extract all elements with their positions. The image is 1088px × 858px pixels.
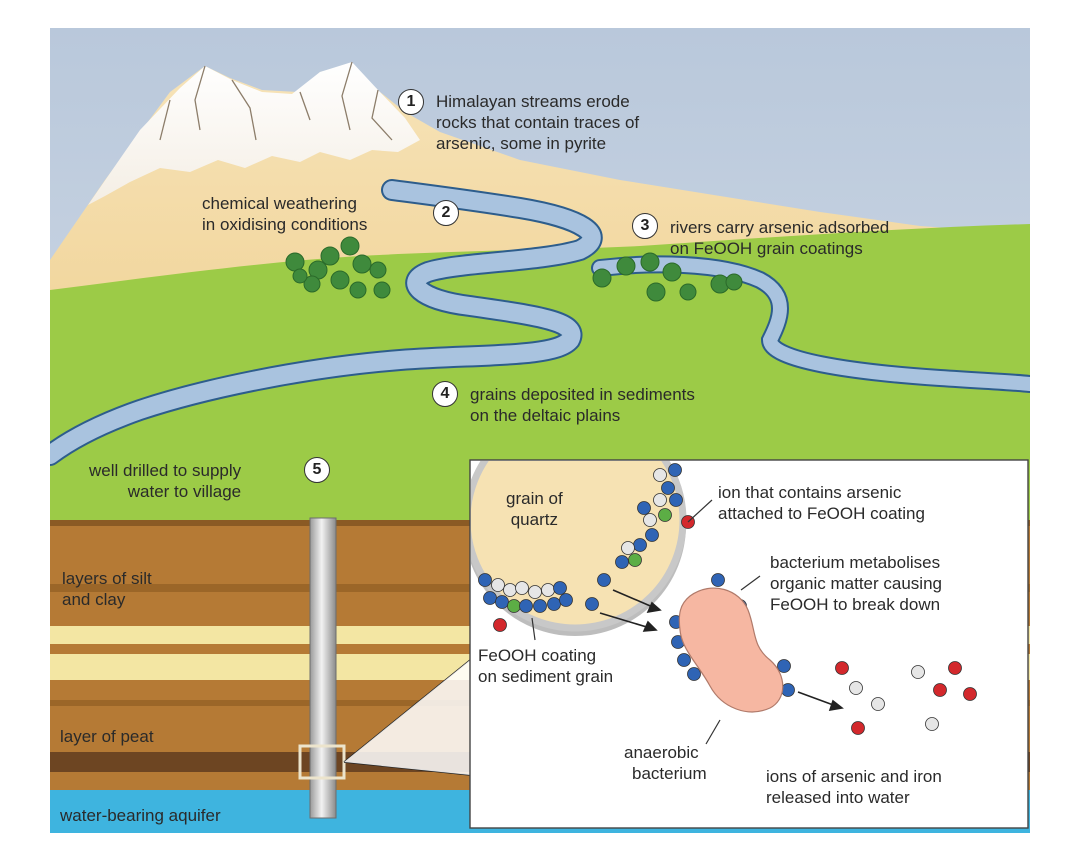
arsenic-ion <box>963 687 977 701</box>
neutral-ion <box>849 681 863 695</box>
iron-ion <box>668 463 682 477</box>
iron-ion <box>495 595 509 609</box>
aquifer-label: water-bearing aquifer <box>60 806 221 825</box>
anaerobic-bacterium <box>678 587 784 713</box>
pointer-lines <box>531 499 761 745</box>
neutral-ion <box>515 581 529 595</box>
iron-ion <box>661 481 675 495</box>
arrows <box>599 589 844 712</box>
bacterium-label: anaerobic bacterium <box>624 743 707 783</box>
neutral-ion <box>643 513 657 527</box>
iron-ion <box>711 573 725 587</box>
step-4-badge: 4 <box>432 381 458 407</box>
river-branch <box>593 257 1030 391</box>
arsenic-ion <box>493 618 507 632</box>
iron-ion <box>559 593 573 607</box>
iron-ion <box>585 597 599 611</box>
neutral-ion <box>871 697 885 711</box>
step-5-label: well drilled to supply water to village <box>89 461 242 501</box>
river <box>50 181 601 464</box>
arsenic-ion <box>933 683 947 697</box>
quartz-label: grain of quartz <box>506 489 563 529</box>
trees-right <box>592 252 743 302</box>
iron-ion <box>781 683 795 697</box>
iron-ion <box>637 501 651 515</box>
peat-label: layer of peat <box>60 727 154 746</box>
mountain-ridges <box>159 61 393 141</box>
step-5-badge: 5 <box>304 457 330 483</box>
iron-ion <box>483 591 497 605</box>
iron-ion <box>645 528 659 542</box>
bacterium-action-label: bacterium metabolises organic matter cau… <box>770 553 942 614</box>
iron-ion <box>677 653 691 667</box>
silt-clay-label: layers of silt and clay <box>62 569 152 609</box>
neutral-ion <box>925 717 939 731</box>
magnify-wedge <box>344 660 470 775</box>
iron-ion <box>533 599 547 613</box>
green-ion <box>628 553 642 567</box>
step-1-label: Himalayan streams erode rocks that conta… <box>436 92 640 153</box>
coating-label: FeOOH coating on sediment grain <box>478 646 614 686</box>
step-4-label: grains deposited in sediments on the del… <box>470 385 695 425</box>
step-2-label: chemical weathering in oxidising conditi… <box>202 194 368 234</box>
neutral-ion <box>653 493 667 507</box>
green-ion <box>658 508 672 522</box>
iron-ion <box>615 555 629 569</box>
iron-ion <box>553 581 567 595</box>
iron-ion <box>597 573 611 587</box>
arsenic-ion-label: ion that contains arsenic attached to Fe… <box>718 483 925 523</box>
neutral-ion <box>503 583 517 597</box>
iron-ion <box>687 667 701 681</box>
iron-ion <box>777 659 791 673</box>
well-pipe <box>309 517 337 819</box>
ion-group <box>478 463 977 735</box>
neutral-ion <box>911 665 925 679</box>
green-ion <box>507 599 521 613</box>
released-ions-label: ions of arsenic and iron released into w… <box>766 767 942 807</box>
trees-left <box>285 236 391 299</box>
neutral-ion <box>491 578 505 592</box>
arsenic-ion <box>851 721 865 735</box>
iron-ion <box>669 493 683 507</box>
neutral-ion <box>621 541 635 555</box>
iron-ion <box>547 597 561 611</box>
snow-caps <box>88 62 420 205</box>
step-2-badge: 2 <box>433 200 459 226</box>
step-1-badge: 1 <box>398 89 424 115</box>
neutral-ion <box>653 468 667 482</box>
iron-ion <box>633 538 647 552</box>
arsenic-ion <box>835 661 849 675</box>
arsenic-ion <box>948 661 962 675</box>
iron-ion <box>519 599 533 613</box>
neutral-ion <box>541 583 555 597</box>
neutral-ion <box>528 585 542 599</box>
step-3-badge: 3 <box>632 213 658 239</box>
step-3-label: rivers carry arsenic adsorbed on FeOOH g… <box>670 218 890 258</box>
iron-ion <box>478 573 492 587</box>
